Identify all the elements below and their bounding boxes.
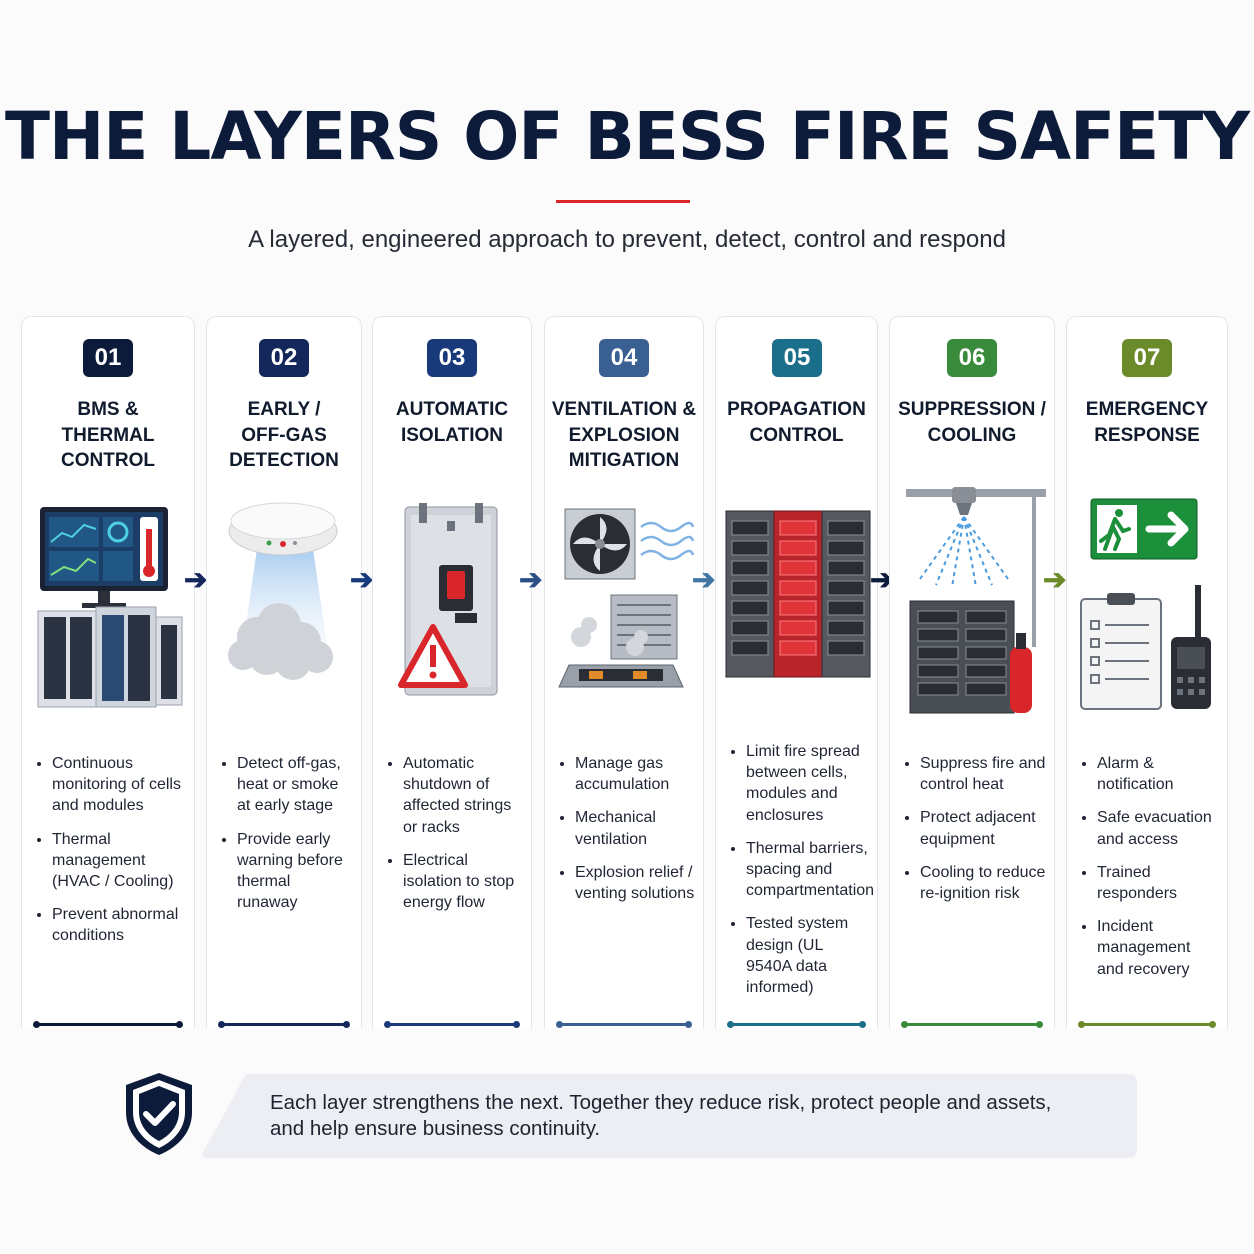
arrow-right-icon: ➔: [350, 564, 374, 595]
bullet-item: Explosion relief / venting solutions: [560, 862, 697, 904]
layer-bullets: Suppress fire and control heat Protect a…: [890, 753, 1054, 916]
bullet-item: Cooling to reduce re-ignition risk: [905, 862, 1048, 904]
layer-bullets: Continuous monitoring of cells and modul…: [22, 753, 194, 959]
layer-title: BMS & THERMAL CONTROL: [61, 399, 155, 471]
layer-number-badge: 05: [772, 339, 822, 377]
monitor-and-battery-racks-icon: [37, 507, 183, 708]
footer-line-2: and help ensure business continuity.: [270, 1117, 601, 1140]
shield-check-icon: [126, 1073, 192, 1155]
layer-color-bar: [556, 1021, 692, 1028]
bullet-item: Tested system design (UL 9540A data info…: [731, 913, 871, 998]
layer-color-bar: [727, 1021, 866, 1028]
layer-color-bar: [1078, 1021, 1216, 1028]
bullet-item: Limit fire spread between cells, modules…: [731, 741, 871, 826]
footer-banner: [200, 1074, 1137, 1158]
layer-card-07: 07 EMERGENCY RESPONSE Alarm & notificati…: [1066, 316, 1228, 1028]
arrow-right-icon: ➔: [870, 564, 894, 595]
bullet-item: Continuous monitoring of cells and modul…: [37, 753, 188, 817]
layer-bullets: Detect off-gas, heat or smoke at early s…: [207, 753, 361, 925]
layer-number-badge: 02: [259, 339, 309, 377]
bullet-item: Automatic shutdown of affected strings o…: [388, 753, 525, 838]
arrow-right-icon: ➔: [1043, 564, 1067, 595]
arrow-right-icon: ➔: [692, 564, 716, 595]
layer-title: AUTOMATIC ISOLATION: [395, 399, 509, 446]
page-title: THE LAYERS OF BESS FIRE SAFETY: [4, 98, 1250, 175]
layer-card-03: 03 AUTOMATIC ISOLATION Automatic shutdow…: [372, 316, 532, 1028]
layer-title: SUPPRESSION / COOLING: [898, 399, 1046, 446]
layer-card-04: 04 VENTILATION & EXPLOSION MITIGATION Ma…: [544, 316, 704, 1028]
bullet-item: Incident management and recovery: [1082, 916, 1221, 980]
layer-bullets: Manage gas accumulation Mechanical venti…: [545, 753, 703, 916]
layer-card-01: 01 BMS & THERMAL CONTROL Continuous moni…: [21, 316, 195, 1028]
sprinkler-and-extinguisher-icon: [906, 487, 1046, 714]
layer-title: VENTILATION & EXPLOSION MITIGATION: [551, 399, 697, 471]
bullet-item: Provide early warning before thermal run…: [222, 829, 355, 914]
layer-number-badge: 06: [947, 339, 997, 377]
layer-color-bar: [901, 1021, 1043, 1028]
layer-bullets: Limit fire spread between cells, modules…: [716, 741, 877, 1010]
layer-card-05: 05 PROPAGATION CONTROL Limit fire spread…: [715, 316, 878, 1028]
layer-card-02: 02 EARLY / OFF-GAS DETECTION Detect off-…: [206, 316, 362, 1028]
layer-color-bar: [33, 1021, 183, 1028]
bullet-item: Manage gas accumulation: [560, 753, 697, 795]
title-underline: [556, 200, 690, 203]
bullet-item: Thermal barriers, spacing and compartmen…: [731, 838, 874, 902]
exit-sign-clipboard-radio-icon: [1080, 498, 1211, 710]
layer-title: EMERGENCY RESPONSE: [1085, 399, 1209, 446]
layer-color-bar: [218, 1021, 350, 1028]
bullet-item: Alarm & notification: [1082, 753, 1221, 795]
layer-number-badge: 04: [599, 339, 649, 377]
layer-title: PROPAGATION CONTROL: [727, 399, 866, 446]
bullet-item: Prevent abnormal conditions: [37, 904, 188, 946]
bullet-item: Suppress fire and control heat: [905, 753, 1048, 795]
layer-color-bar: [384, 1021, 520, 1028]
bullet-item: Thermal management (HVAC / Cooling): [37, 829, 188, 893]
arrow-right-icon: ➔: [184, 564, 208, 595]
bullet-item: Mechanical ventilation: [560, 807, 697, 849]
layer-bullets: Automatic shutdown of affected strings o…: [373, 753, 531, 925]
footer-line-1: Each layer strengthens the next. Togethe…: [270, 1091, 1052, 1114]
layer-number-badge: 01: [83, 339, 133, 377]
layer-bullets: Alarm & notification Safe evacuation and…: [1067, 753, 1227, 992]
battery-racks-icon: [725, 510, 871, 678]
layer-number-badge: 07: [1122, 339, 1172, 377]
arrow-right-icon: ➔: [519, 564, 543, 595]
layer-title: EARLY / OFF-GAS DETECTION: [229, 399, 339, 471]
layer-number-badge: 03: [427, 339, 477, 377]
bullet-item: Electrical isolation to stop energy flow: [388, 850, 525, 914]
bullet-item: Trained responders: [1082, 862, 1221, 904]
bullet-item: Detect off-gas, heat or smoke at early s…: [222, 753, 355, 817]
bullet-item: Safe evacuation and access: [1082, 807, 1221, 849]
footer-text: Each layer strengthens the next. Togethe…: [270, 1090, 1120, 1142]
layer-card-06: 06 SUPPRESSION / COOLING Suppress fire a…: [889, 316, 1055, 1028]
ventilation-fan-icon: [558, 508, 695, 688]
page-subtitle: A layered, engineered approach to preven…: [248, 226, 1006, 253]
bullet-item: Protect adjacent equipment: [905, 807, 1048, 849]
isolation-switch-icon: [398, 503, 498, 696]
smoke-detector-icon: [228, 502, 338, 687]
